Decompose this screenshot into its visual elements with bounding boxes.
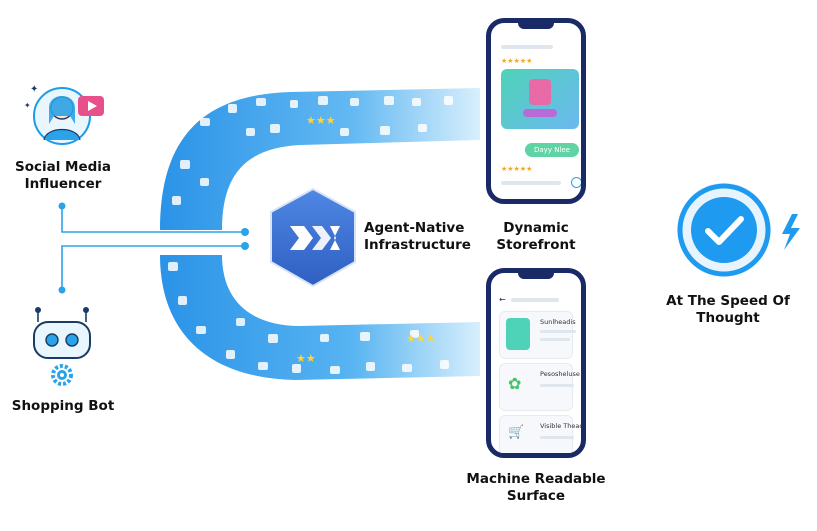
text-line (540, 384, 574, 387)
gear-icon[interactable] (571, 177, 581, 188)
band-star-icons: ★★★ ★★ ★★★ (296, 114, 436, 365)
list-item[interactable]: ✿ Pesosheluse (499, 363, 580, 411)
svg-text:✦: ✦ (24, 101, 31, 110)
phone-notch (518, 23, 554, 29)
shopping-bot-label: Shopping Bot (11, 398, 115, 414)
text-line (540, 338, 570, 341)
storefront-phone: ★★★★★ Dayy Nlee ★★★★★ (486, 18, 586, 204)
product-base (523, 109, 557, 117)
connector-dots (58, 202, 249, 294)
play-icon (78, 96, 104, 116)
list-item-title: Visible Theadder (540, 422, 584, 430)
list-item-title: Pesosheluse (540, 370, 580, 378)
influencer-avatar-icon (33, 87, 91, 145)
list-item[interactable]: 🛒 Visible Theadder (499, 415, 581, 453)
list-item[interactable]: Sunlheadis (499, 311, 576, 359)
text-line (501, 181, 561, 185)
search-bar (511, 298, 559, 302)
star-icon: ★★★★★ (501, 57, 533, 65)
star-icon: ★★★★★ (501, 165, 533, 173)
text-line (540, 436, 574, 439)
product-bag-icon (529, 79, 551, 105)
logo-icon (270, 187, 356, 288)
storefront-label: Dynamic Storefront (496, 220, 576, 253)
svg-text:★★: ★★ (296, 352, 316, 365)
data-band-lower (160, 255, 480, 380)
text-line (540, 330, 576, 333)
infrastructure-label: Agent-Native Infrastructure (364, 220, 471, 253)
band-icon-tiles (168, 96, 453, 374)
list-item-title: Sunlheadis (540, 318, 576, 326)
cart-icon: 🛒 (508, 425, 525, 440)
machine-surface-label: Machine Readable Surface (466, 471, 606, 504)
phone-notch (518, 273, 554, 279)
leaf-icon: ✿ (508, 374, 522, 393)
svg-text:★★★: ★★★ (406, 332, 436, 345)
search-bar (501, 45, 553, 49)
svg-text:★★★: ★★★ (306, 114, 336, 127)
connector-lines (61, 206, 245, 290)
social-influencer-label: Social Media Influencer (14, 159, 112, 192)
robot-icon (33, 307, 91, 359)
data-band-upper (160, 88, 480, 230)
gear-icon (51, 364, 73, 386)
speed-label: At The Speed Of Thought (666, 293, 790, 326)
sparkle-icons: ✦ ✦ (24, 84, 38, 110)
check-icon (677, 183, 771, 277)
surface-phone: ← Sunlheadis ✿ Pesosheluse 🛒 Visible The… (486, 268, 586, 458)
product-image (501, 69, 579, 129)
back-arrow-icon[interactable]: ← (499, 295, 506, 304)
lightning-icon (782, 214, 800, 250)
svg-text:✦: ✦ (30, 84, 38, 95)
product-thumb-icon (506, 318, 530, 350)
buy-button[interactable]: Dayy Nlee (525, 143, 579, 157)
